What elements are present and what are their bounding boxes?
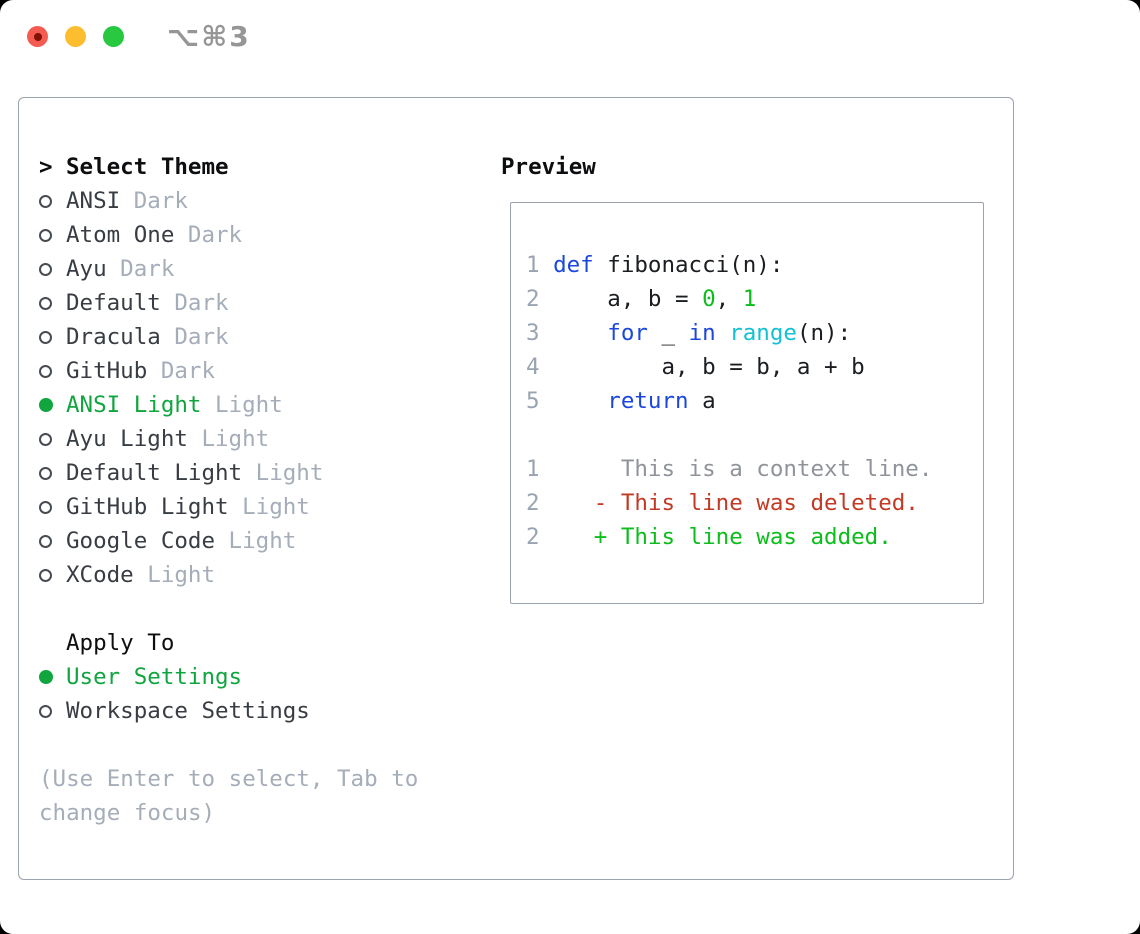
code-line: 2 a, b = 0, 1 [526, 286, 757, 312]
theme-variant-tag: Dark [120, 188, 188, 214]
radio-icon [39, 466, 66, 480]
theme-variant-tag: Dark [160, 324, 229, 350]
radio-icon [39, 704, 66, 718]
code-line [526, 418, 983, 452]
code-line: 5 return a [526, 388, 716, 414]
option-label: Ayu Light [66, 426, 188, 452]
radio-icon [39, 500, 66, 514]
theme-variant-tag: Light [201, 392, 283, 418]
line-number: 1 [526, 252, 540, 278]
line-number: 2 [526, 524, 540, 550]
option-label: Atom One [66, 222, 175, 248]
theme-option-github[interactable]: GitHub Dark [39, 354, 469, 388]
close-button[interactable] [27, 26, 48, 47]
line-number: 1 [526, 456, 540, 482]
radio-icon [39, 262, 66, 276]
theme-variant-tag: Light [187, 426, 270, 452]
apply-to-header: Apply To [39, 626, 469, 660]
line-number: 2 [526, 490, 540, 516]
option-label: Default [66, 290, 161, 316]
theme-option-ayu-light[interactable]: Ayu Light Light [39, 422, 469, 456]
code-line: 4 a, b = b, a + b [526, 354, 865, 380]
theme-variant-tag: Dark [160, 290, 229, 316]
option-label: ANSI [66, 188, 121, 214]
theme-option-xcode[interactable]: XCode Light [39, 558, 469, 592]
option-label: Ayu [66, 256, 107, 282]
theme-option-dracula[interactable]: Dracula Dark [39, 320, 469, 354]
code-line: 1 This is a context line. [526, 456, 933, 482]
theme-option-ayu[interactable]: Ayu Dark [39, 252, 469, 286]
theme-variant-tag: Light [215, 528, 297, 554]
option-label: GitHub [66, 358, 148, 384]
apply-to-label: Apply To [66, 630, 175, 656]
radio-selected-icon [39, 670, 66, 684]
option-label: Workspace Settings [66, 698, 310, 724]
radio-icon [39, 194, 66, 208]
theme-option-github-light[interactable]: GitHub Light Light [39, 490, 469, 524]
option-label: GitHub Light [66, 494, 229, 520]
theme-variant-tag: Dark [147, 358, 216, 384]
theme-option-ansi-light[interactable]: ANSI Light Light [39, 388, 469, 422]
radio-icon [39, 330, 66, 344]
theme-option-default[interactable]: Default Dark [39, 286, 469, 320]
theme-variant-tag: Light [242, 460, 324, 486]
apply-option-user-settings[interactable]: User Settings [39, 660, 469, 694]
code-line: 3 for _ in range(n): [526, 320, 852, 346]
code-line: 2 + This line was added. [526, 524, 892, 550]
option-label: User Settings [66, 664, 243, 690]
theme-variant-tag: Light [228, 494, 310, 520]
preview-box: 1 def fibonacci(n): 2 a, b = 0, 1 3 for _ … [510, 202, 984, 604]
theme-variant-tag: Dark [106, 256, 175, 282]
focus-prompt-icon: > [39, 154, 53, 180]
option-label: Google Code [66, 528, 216, 554]
line-number: 2 [526, 286, 540, 312]
radio-selected-icon [39, 398, 66, 412]
preview-code: 1 def fibonacci(n): 2 a, b = 0, 1 3 for _ … [511, 203, 983, 554]
option-label: ANSI Light [66, 392, 202, 418]
minimize-button[interactable] [65, 26, 86, 47]
radio-icon [39, 432, 66, 446]
line-number: 4 [526, 354, 540, 380]
theme-variant-tag: Dark [174, 222, 243, 248]
code-line: 2 - This line was deleted. [526, 490, 919, 516]
select-theme-label: Select Theme [66, 154, 229, 180]
titlebar: ⌥⌘3 [0, 0, 1140, 72]
spacer [39, 592, 469, 626]
option-label: Dracula [66, 324, 161, 350]
option-label: Default Light [66, 460, 243, 486]
keyboard-hint: (Use Enter to select, Tab to change focu… [39, 766, 419, 826]
line-number: 3 [526, 320, 540, 346]
line-number: 5 [526, 388, 540, 414]
radio-icon [39, 228, 66, 242]
theme-option-atom-one[interactable]: Atom One Dark [39, 218, 469, 252]
theme-option-google-code[interactable]: Google Code Light [39, 524, 469, 558]
apply-option-workspace-settings[interactable]: Workspace Settings [39, 694, 469, 728]
window-title: ⌥⌘3 [167, 20, 251, 53]
radio-icon [39, 364, 66, 378]
theme-variant-tag: Light [133, 562, 216, 588]
select-theme-header: > Select Theme [39, 150, 469, 184]
radio-icon [39, 296, 66, 310]
option-label: XCode [66, 562, 134, 588]
radio-icon [39, 568, 66, 582]
radio-icon [39, 534, 66, 548]
preview-label: Preview [501, 154, 596, 180]
zoom-button[interactable] [103, 26, 124, 47]
code-line: 1 def fibonacci(n): [526, 252, 784, 278]
theme-option-default-light[interactable]: Default Light Light [39, 456, 469, 490]
theme-option-ansi[interactable]: ANSI Dark [39, 184, 469, 218]
spacer [39, 728, 469, 762]
